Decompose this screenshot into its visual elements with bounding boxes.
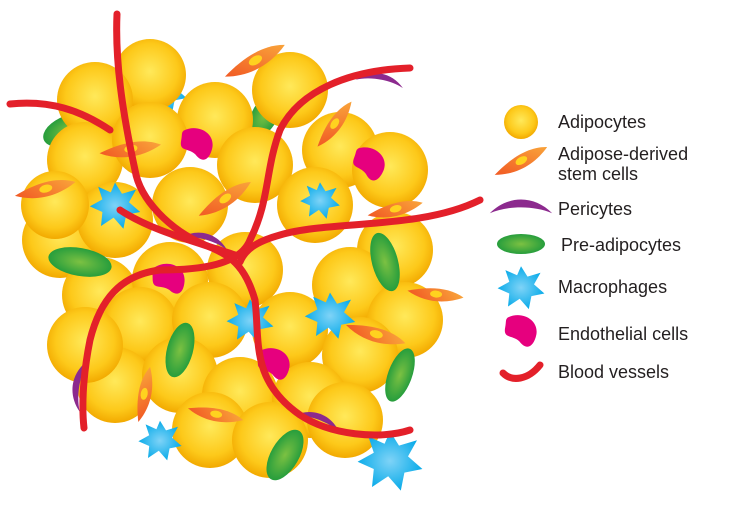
- endothelial-cell-icon: [504, 315, 537, 347]
- pericyte: [355, 73, 403, 89]
- legend-icons: [489, 105, 553, 382]
- macrophage: [89, 182, 141, 229]
- adipocyte: [57, 62, 133, 138]
- macrophage-icon: [497, 266, 545, 310]
- blood-vessel: [116, 206, 239, 259]
- legend-label-pre-adipocytes: Pre-adipocytes: [561, 235, 682, 255]
- stem-cell-nucleus: [369, 330, 383, 339]
- legend-label-adipocytes: Adipocytes: [558, 112, 647, 132]
- macrophage: [226, 299, 274, 343]
- stem-cell: [367, 200, 423, 218]
- macrophage: [138, 420, 182, 461]
- macrophage: [357, 431, 423, 491]
- stem-cell-nucleus: [248, 55, 263, 66]
- stem-cell-nucleus: [140, 387, 148, 400]
- blood-vessel-network: [6, 10, 484, 439]
- legend-label-endothelial-cells: Endothelial cells: [558, 324, 689, 344]
- adipocyte: [77, 182, 153, 258]
- adipocyte: [252, 52, 328, 128]
- stem-cell-nucleus: [430, 290, 443, 298]
- stem-cell: [198, 182, 251, 216]
- pericyte-icon: [489, 199, 553, 214]
- pericyte: [72, 359, 89, 412]
- stem-cell-nucleus: [330, 118, 340, 129]
- pre-adipocyte: [48, 247, 112, 277]
- stem-cell-icon: [494, 147, 548, 175]
- adipocyte: [47, 307, 123, 383]
- legend-label-pericytes: Pericytes: [558, 199, 633, 219]
- stem-cell: [346, 325, 406, 345]
- stem-cell-nucleus: [515, 156, 528, 166]
- pre-adipocyte: [370, 232, 400, 292]
- stem-cell: [187, 407, 244, 423]
- stem-cell-nucleus: [39, 184, 53, 193]
- blood-vessel-icon: [499, 361, 544, 382]
- blood-vessel: [236, 196, 484, 266]
- stem-cell: [407, 288, 464, 302]
- macrophage: [300, 182, 340, 219]
- pre-adipocyte-icon: [497, 234, 545, 254]
- endothelial-cell: [353, 147, 385, 181]
- cell-cluster: [14, 39, 464, 491]
- legend-label-blood-vessels: Blood vessels: [558, 362, 670, 382]
- stem-cell: [137, 366, 153, 423]
- adipocyte: [172, 392, 248, 468]
- pre-adipocyte: [266, 429, 304, 481]
- legend-label-stem-cells-line2: stem cells: [558, 164, 639, 184]
- endothelial-cell: [257, 348, 290, 380]
- blood-vessel: [6, 99, 114, 134]
- stem-cell-nucleus: [210, 410, 223, 418]
- legend-label-macrophages: Macrophages: [558, 277, 668, 297]
- blood-vessel: [79, 64, 414, 432]
- stem-cell: [14, 180, 76, 199]
- stem-cell: [317, 101, 352, 147]
- pre-adipocyte: [385, 348, 415, 402]
- endothelial-cell: [180, 128, 213, 160]
- macrophage: [304, 292, 356, 339]
- adipocyte-icon: [504, 105, 538, 139]
- stem-cell: [224, 44, 285, 77]
- adipocyte: [307, 382, 383, 458]
- stem-cell-nucleus: [389, 205, 402, 213]
- pre-adipocyte: [165, 322, 195, 378]
- legend-label-stem-cells-line1: Adipose-derived: [558, 144, 689, 164]
- stem-cell-nucleus: [219, 193, 232, 204]
